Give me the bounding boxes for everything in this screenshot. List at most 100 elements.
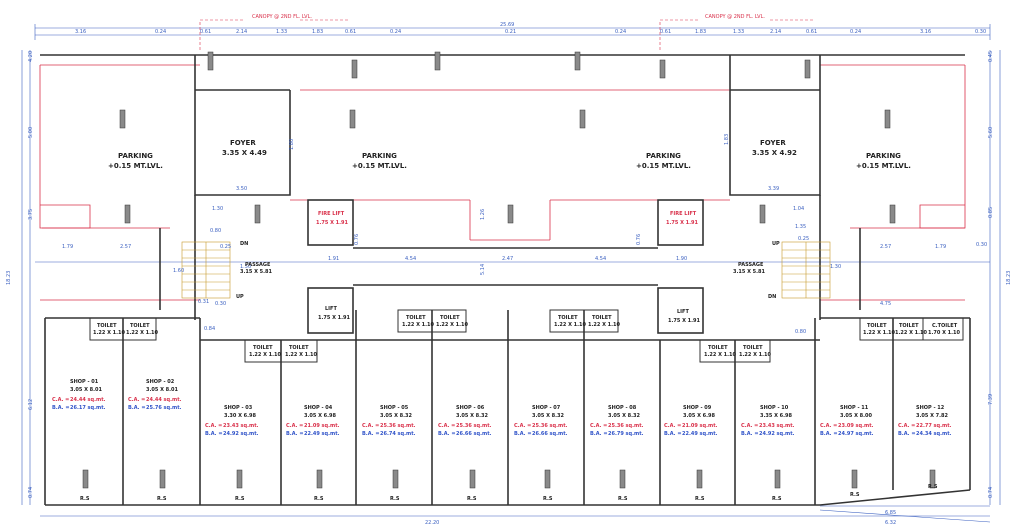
dim-left-2: 5.00: [28, 127, 34, 138]
dim-right-2: 5.60: [988, 127, 994, 138]
dim-bottom-right-a: 6.85: [885, 510, 896, 516]
shop-ba-prefix: B.A. =: [898, 431, 916, 437]
lift-right-name: LIFT: [677, 309, 689, 315]
shop-ba: 25.76 sq.mt.: [146, 405, 182, 411]
shop-size: 3.05 X 8.32: [532, 413, 565, 419]
parking-3-label: PARKING: [646, 152, 681, 160]
shop-size: 3.05 X 8.32: [380, 413, 413, 419]
toilet-3: TOILET: [253, 345, 273, 351]
dim-left-outer: 18.23: [6, 271, 12, 285]
parking-1-level: +0.15 MT.LVL.: [108, 162, 163, 170]
dim-190-r: 1.90: [676, 256, 687, 262]
shop-name: SHOP - 06: [456, 405, 485, 411]
shop-name: SHOP - 02: [146, 379, 175, 385]
shop-ca: 24.44 sq.mt.: [70, 397, 106, 403]
rs-11: R.S: [850, 492, 860, 498]
dim-right-6: 0.74: [988, 487, 994, 498]
toilet-12: TOILET: [899, 323, 919, 329]
shop-ca: 25.36 sq.mt.: [608, 423, 644, 429]
parking-2-label: PARKING: [362, 152, 397, 160]
dim-top-l1: 3.16: [75, 29, 86, 35]
shop-ca: 23.09 sq.mt.: [838, 423, 874, 429]
shop-ba-prefix: B.A. =: [741, 431, 759, 437]
toilet-labels: TOILET 1.22 X 1.10 TOILET 1.22 X 1.10 TO…: [93, 315, 961, 358]
dim-bottom-right-b: 6.32: [885, 520, 896, 526]
shop-ba-prefix: B.A. =: [438, 431, 456, 437]
dim-top-r9: 0.30: [975, 29, 986, 35]
passage-right-size: 3.15 X 5.81: [733, 269, 766, 275]
toilet-5: TOILET: [406, 315, 426, 321]
dim-top-l8: 0.24: [390, 29, 401, 35]
shop-ca: 25.36 sq.mt.: [380, 423, 416, 429]
rs-1: R.S: [80, 496, 90, 502]
foyer-left-name: FOYER: [230, 139, 256, 147]
dim-right-outer: 18.23: [1006, 271, 1012, 285]
dim-257-r: 2.57: [880, 244, 891, 250]
dim-top-l6: 1.83: [312, 29, 323, 35]
shop-ca: 25.36 sq.mt.: [456, 423, 492, 429]
dim-top-l4: 2.14: [236, 29, 247, 35]
shop-ca-prefix: C.A. =: [590, 423, 607, 429]
shop-ba-prefix: B.A. =: [52, 405, 70, 411]
dim-130-l: 1.30: [212, 206, 223, 212]
foyer-left-size: 3.35 X 4.49: [222, 149, 267, 157]
stair-right: [781, 241, 831, 299]
shop-ba: 24.92 sq.mt.: [759, 431, 795, 437]
dimension-lines: [21, 24, 1001, 523]
toilet-7: TOILET: [558, 315, 578, 321]
foyer-right-name: FOYER: [760, 139, 786, 147]
toilet-10-size: 1.22 X 1.10: [739, 352, 772, 358]
dim-454-r: 4.54: [595, 256, 606, 262]
rs-9: R.S: [695, 496, 705, 502]
stair-left-up: UP: [236, 294, 244, 300]
toilet-12-size: 1.22 X 1.10: [895, 330, 928, 336]
shop-ca-prefix: C.A. =: [52, 397, 69, 403]
shop-size: 3.05 X 6.98: [304, 413, 337, 419]
dim-080b: 0.80: [210, 228, 221, 234]
dim-foyer-w-r: 3.39: [768, 186, 779, 192]
shop-ba-prefix: B.A. =: [590, 431, 608, 437]
walls: [40, 54, 971, 506]
shop-ca: 22.77 sq.mt.: [916, 423, 952, 429]
canopy-outlines: [199, 19, 815, 50]
rs-5: R.S: [390, 496, 400, 502]
canopy-label-right: CANOPY @ 2ND FL. LVL.: [705, 14, 765, 20]
parking-2-level: +0.15 MT.LVL.: [352, 162, 407, 170]
dim-right-4: 0.30: [976, 242, 987, 248]
toilet-1-size: 1.22 X 1.10: [93, 330, 126, 336]
dim-top-r1: 0.24: [615, 29, 626, 35]
shop-size: 3.05 X 8.01: [70, 387, 103, 393]
dim-top-r2: 0.61: [660, 29, 671, 35]
shop-name: SHOP - 09: [683, 405, 712, 411]
rs-7: R.S: [543, 496, 553, 502]
shop-size: 3.05 X 8.32: [456, 413, 489, 419]
dim-top-r3: 1.83: [695, 29, 706, 35]
dim-514: 5.14: [480, 264, 486, 275]
dim-top-r4: 1.33: [733, 29, 744, 35]
parking-3-level: +0.15 MT.LVL.: [636, 162, 691, 170]
dim-130-r: 1.30: [830, 264, 841, 270]
dim-top-r6: 0.61: [806, 29, 817, 35]
stair-right-dn: DN: [768, 294, 776, 300]
dim-080: 0.80: [795, 329, 806, 335]
toilet-6: TOILET: [440, 315, 460, 321]
shop-ca-prefix: C.A. =: [286, 423, 303, 429]
shop-ba: 24.92 sq.mt.: [223, 431, 259, 437]
shop-name: SHOP - 03: [224, 405, 253, 411]
toilet-2: TOILET: [130, 323, 150, 329]
rs-2: R.S: [157, 496, 167, 502]
shop-ba-prefix: B.A. =: [205, 431, 223, 437]
dim-475: 4.75: [880, 301, 891, 307]
dim-top-r8: 3.16: [920, 29, 931, 35]
canopy-label-left: CANOPY @ 2ND FL. LVL.: [252, 14, 312, 20]
dim-top-l2: 0.24: [155, 29, 166, 35]
shop-ca-prefix: C.A. =: [362, 423, 379, 429]
dim-right-5: 7.39: [988, 394, 994, 405]
dim-191: 1.91: [328, 256, 339, 262]
stair-right-up: UP: [772, 241, 780, 247]
toilet-7-size: 1.22 X 1.10: [554, 322, 587, 328]
toilet-9-size: 1.22 X 1.10: [704, 352, 737, 358]
shop-size: 3.05 X 7.82: [916, 413, 949, 419]
dim-top-mid: 0.21: [505, 29, 516, 35]
shop-ba: 22.49 sq.mt.: [682, 431, 718, 437]
